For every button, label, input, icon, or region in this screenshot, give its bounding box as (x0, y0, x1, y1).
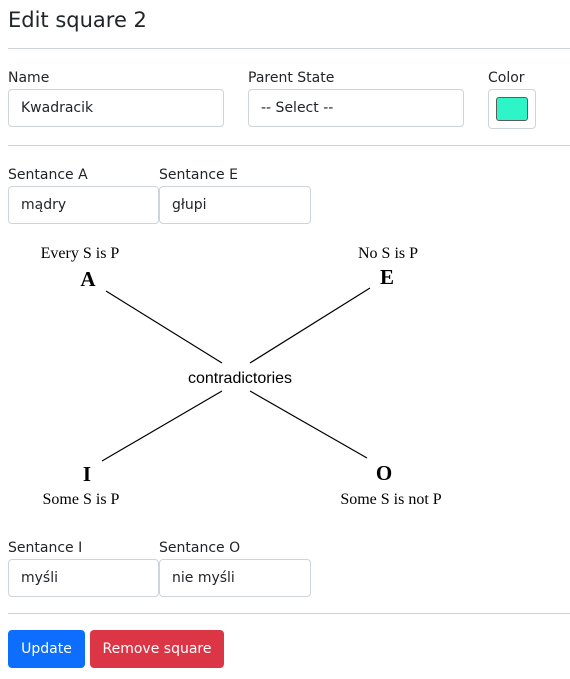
corner-i-letter: I (83, 462, 91, 486)
sentence-o-label: Sentance O (159, 540, 241, 556)
sentence-i-input[interactable] (8, 559, 159, 597)
color-swatch (496, 97, 528, 121)
color-picker[interactable] (488, 89, 536, 129)
corner-a-letter: A (80, 267, 96, 291)
remove-square-button[interactable]: Remove square (90, 630, 224, 668)
sentence-a-input[interactable] (8, 186, 159, 224)
update-button[interactable]: Update (8, 630, 85, 668)
diagonal-center-o (249, 390, 368, 459)
diagonal-center-i (101, 390, 223, 462)
corner-i-caption: Some S is P (43, 491, 120, 508)
corner-o-caption: Some S is not P (340, 491, 441, 508)
corner-o-letter: O (376, 461, 392, 485)
sentence-e-label: Sentance E (159, 167, 238, 183)
parent-state-selected-value: -- Select -- (261, 100, 334, 116)
corner-e-caption: No S is P (358, 245, 418, 262)
corner-a-caption: Every S is P (41, 245, 120, 262)
center-label: contradictories (188, 370, 292, 387)
sentence-e-input[interactable] (159, 186, 311, 224)
sentence-o-input[interactable] (159, 559, 311, 597)
name-input[interactable] (8, 89, 224, 127)
square-of-opposition-diagram: Every S is P A No S is P E contradictori… (41, 245, 442, 508)
page-title: Edit square 2 (8, 8, 147, 32)
diagonal-e-center (249, 287, 371, 364)
corner-e-letter: E (380, 265, 394, 289)
color-label: Color (488, 70, 525, 86)
parent-state-select[interactable]: -- Select -- (248, 89, 464, 127)
parent-state-label: Parent State (248, 70, 335, 86)
divider-top (8, 48, 570, 49)
divider-middle (8, 145, 570, 146)
sentence-a-label: Sentance A (8, 167, 88, 183)
diagonal-a-center (105, 290, 223, 364)
name-label: Name (8, 70, 50, 86)
sentence-i-label: Sentance I (8, 540, 83, 556)
divider-bottom (8, 613, 570, 614)
